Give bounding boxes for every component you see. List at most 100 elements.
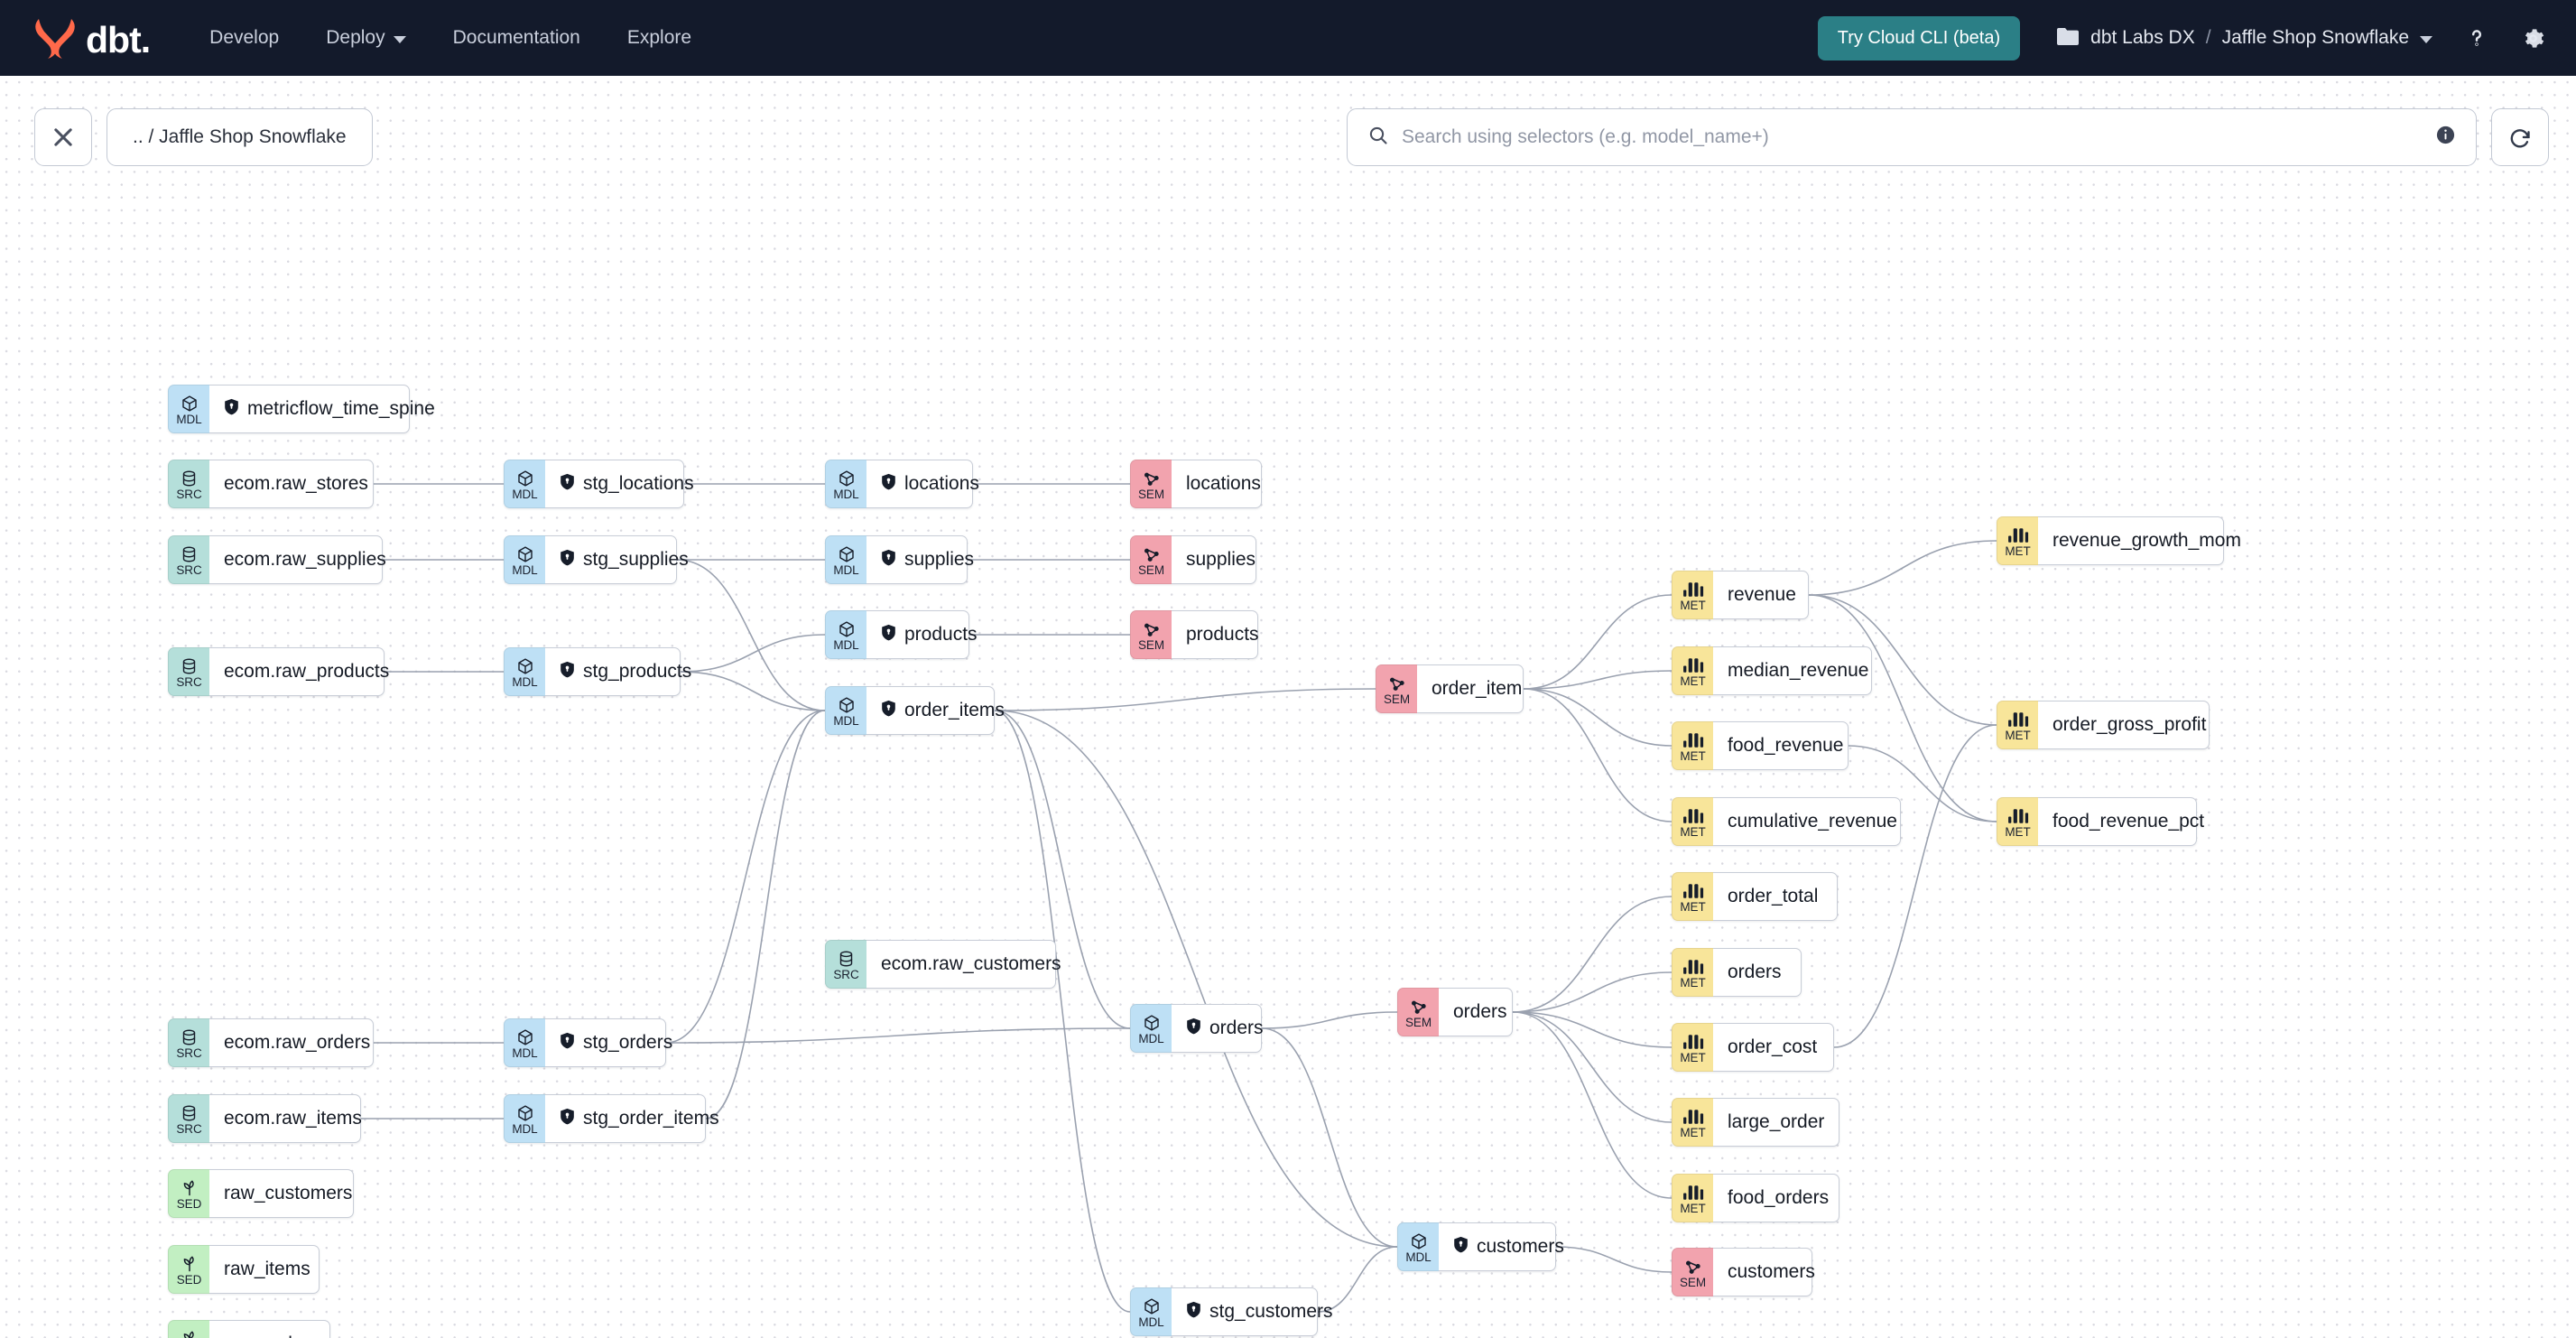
- nav-link-develop[interactable]: Develop: [209, 27, 279, 49]
- lineage-edge: [994, 710, 1131, 1313]
- node-name-text: ecom.raw_orders: [224, 1032, 371, 1053]
- node-type-label: SRC: [176, 1121, 202, 1136]
- info-icon[interactable]: [2435, 125, 2456, 150]
- node-label: customers: [1439, 1222, 1564, 1271]
- node-name-text: stg_products: [583, 661, 692, 682]
- node-name-text: median_revenue: [1728, 660, 1869, 681]
- lineage-edge: [1512, 896, 1673, 1013]
- nav-link-deploy[interactable]: Deploy: [326, 27, 406, 49]
- node-label: locations: [866, 460, 979, 508]
- project-path-button[interactable]: .. / Jaffle Shop Snowflake: [107, 108, 373, 166]
- node-name-text: ecom.raw_products: [224, 661, 390, 682]
- nav-link-documentation[interactable]: Documentation: [453, 27, 580, 49]
- breadcrumb-account[interactable]: dbt Labs DX: [2090, 27, 2195, 48]
- node-name-text: cumulative_revenue: [1728, 811, 1897, 832]
- node-name-text: food_orders: [1728, 1187, 1830, 1208]
- gear-icon[interactable]: [2521, 26, 2545, 51]
- breadcrumb: dbt Labs DX / Jaffle Shop Snowflake: [2056, 26, 2432, 51]
- node-label: revenue_growth_mom: [2038, 516, 2241, 565]
- chevron-down-icon[interactable]: [2420, 36, 2432, 43]
- database-icon: SRC: [168, 647, 209, 696]
- search-input[interactable]: [1402, 126, 2435, 148]
- lineage-edge: [676, 559, 826, 711]
- lineage-canvas[interactable]: .. / Jaffle Shop Snowflake: [0, 76, 2576, 1338]
- node-type-label: MET: [1680, 1201, 1706, 1215]
- nav-link-deploy-label: Deploy: [326, 27, 385, 48]
- cube-icon: MDL: [168, 385, 209, 433]
- close-lineage-button[interactable]: [34, 108, 92, 166]
- node-label: raw_orders: [209, 1320, 330, 1338]
- help-icon[interactable]: [2465, 26, 2488, 50]
- lineage-edge: [1523, 688, 1673, 822]
- shield-icon: [560, 1108, 575, 1130]
- graph-node-ecom_raw_stores[interactable]: SRC ecom.raw_stores: [168, 460, 374, 508]
- node-label: products: [866, 610, 978, 659]
- shield-icon: [560, 1032, 575, 1055]
- node-type-label: SEM: [1138, 637, 1164, 652]
- lineage-edge: [1833, 724, 1997, 1048]
- sprout-icon: SED: [168, 1320, 209, 1338]
- node-label: ecom.raw_supplies: [209, 535, 386, 584]
- graph-node-metricflow_time_spine[interactable]: MDL metricflow_time_spine: [168, 385, 435, 433]
- shield-icon: [881, 624, 896, 646]
- lineage-edge: [994, 710, 1131, 1029]
- graph-node-met_median_revenue[interactable]: MET median_revenue: [1672, 646, 1872, 695]
- node-name-text: ecom.raw_stores: [224, 473, 368, 494]
- node-type-label: MET: [1680, 674, 1706, 688]
- try-cloud-cli-button[interactable]: Try Cloud CLI (beta): [1817, 15, 2021, 60]
- node-label: ecom.raw_products: [209, 647, 389, 696]
- graph-node-ecom_raw_products[interactable]: SRC ecom.raw_products: [168, 647, 389, 696]
- node-type-label: MET: [1680, 1125, 1706, 1139]
- node-label: orders: [1713, 948, 1802, 997]
- node-type-label: MET: [1680, 899, 1706, 914]
- database-icon: SRC: [168, 460, 209, 508]
- nav-link-explore[interactable]: Explore: [627, 27, 691, 49]
- shield-icon: [560, 549, 575, 571]
- graph-node-met_food_orders[interactable]: MET food_orders: [1672, 1174, 1839, 1222]
- database-icon: SRC: [168, 1094, 209, 1143]
- refresh-button[interactable]: [2491, 108, 2549, 166]
- node-label: raw_items: [209, 1245, 320, 1294]
- lineage-edge: [1555, 1246, 1673, 1273]
- dbt-logo[interactable]: dbt: [32, 16, 150, 60]
- search-box[interactable]: [1347, 108, 2477, 166]
- node-name-text: stg_order_items: [583, 1108, 719, 1129]
- node-name-text: metricflow_time_spine: [247, 398, 435, 419]
- breadcrumb-project[interactable]: Jaffle Shop Snowflake: [2221, 27, 2409, 48]
